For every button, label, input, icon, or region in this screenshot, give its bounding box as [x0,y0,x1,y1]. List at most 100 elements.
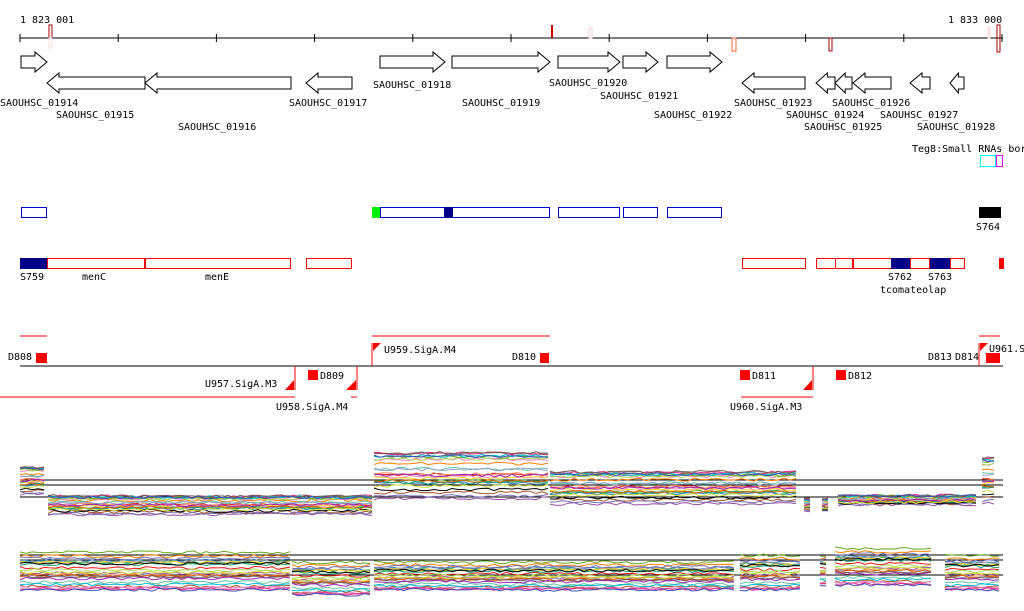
ruler-end-label: 1 833 000 [948,15,1002,26]
feature-box[interactable] [835,258,853,269]
expression-line [19,552,1000,570]
gene-arrow[interactable] [949,71,965,95]
expression-track-forward [19,450,1003,517]
ruler-start-label: 1 823 001 [20,15,74,26]
feature-label: S762 [888,272,912,283]
ruler-marker[interactable] [731,37,737,52]
feature-box[interactable] [558,207,620,218]
ruler-marker[interactable] [48,37,53,49]
feature-box-menc[interactable] [47,258,145,269]
terminator-d810[interactable] [540,353,549,363]
feature-box[interactable] [372,207,380,218]
gene-label: SAOUHSC_01918 [373,80,451,91]
expression-line [19,577,1000,592]
gene-arrow[interactable] [622,50,659,74]
ruler-marker[interactable] [828,37,833,52]
gene-label: SAOUHSC_01921 [600,91,678,102]
terminator-label: D813 [928,352,952,363]
terminator-d812[interactable] [836,370,846,380]
gene-label: SAOUHSC_01924 [786,110,864,121]
gene-label: SAOUHSC_01923 [734,98,812,109]
ruler-marker[interactable] [48,24,53,39]
gene-label: SAOUHSC_01917 [289,98,367,109]
expression-line [19,546,1000,565]
promoter-flag-u959[interactable] [373,343,381,351]
promoter-flag-u958[interactable] [346,380,356,390]
feature-label: tcomateolap [880,285,946,296]
expression-line [19,575,1000,591]
feature-box[interactable] [21,207,47,218]
terminator-d808[interactable] [36,353,47,363]
gene-label: SAOUHSC_01926 [832,98,910,109]
feature-box[interactable] [910,258,930,269]
feature-label: menE [205,272,229,283]
feature-box-s763[interactable] [930,258,950,269]
expression-line [19,561,1000,578]
gene-arrow[interactable] [46,71,146,95]
red-feature-track: S759 menC menE S762 S763 tcomateolap [20,258,1004,296]
gene-label: SAOUHSC_01914 [0,98,78,109]
feature-box[interactable] [742,258,806,269]
gene-arrow[interactable] [20,50,48,74]
gene-arrow[interactable] [305,71,353,95]
feature-box-s759[interactable] [20,258,47,269]
blue-feature-track: S764 [21,207,1001,233]
gene-arrow[interactable] [451,50,551,74]
feature-box-s764[interactable] [979,207,1001,218]
ruler-marker[interactable] [996,24,1001,53]
feature-box[interactable] [667,207,722,218]
feature-box[interactable] [623,207,658,218]
gene-label: SAOUHSC_01916 [178,122,256,133]
gene-label: SAOUHSC_01915 [56,110,134,121]
gene-label: SAOUHSC_01928 [917,122,995,133]
promoter-label: U961.S [989,344,1024,355]
gene-arrow[interactable] [666,50,723,74]
gene-arrow[interactable] [834,71,853,95]
feature-box[interactable] [950,258,965,269]
feature-box[interactable] [444,207,453,218]
promoter-label: U957.SigA.M3 [205,379,277,390]
small-rna-feature[interactable] [980,155,996,167]
ruler-marker[interactable] [987,27,991,39]
feature-box-mene[interactable] [145,258,291,269]
ruler-marker[interactable] [551,25,553,38]
promoter-label: U958.SigA.M4 [276,402,348,413]
expression-line [19,582,1000,597]
terminator-d809[interactable] [308,370,318,380]
ruler-marker[interactable] [588,27,593,39]
gene-arrow[interactable] [379,50,446,74]
feature-box[interactable] [306,258,352,269]
ruler: 1 823 001 1 833 000 [19,15,1003,53]
feature-box[interactable] [853,258,892,269]
gene-arrow[interactable] [741,71,806,95]
feature-box[interactable] [380,207,550,218]
feature-label: S759 [20,272,44,283]
gene-arrow[interactable] [144,71,292,95]
promoter-flag-u957[interactable] [285,380,294,390]
small-rna-track-label: Teg8:Small RNAs bor [912,144,1024,155]
promoter-label: U960.SigA.M3 [730,402,802,413]
expression-track-reverse [19,546,1003,597]
gene-arrow[interactable] [909,71,931,95]
gene-arrow[interactable] [557,50,621,74]
terminator-label: D808 [8,352,32,363]
gene-label: SAOUHSC_01920 [549,78,627,89]
feature-box[interactable] [816,258,836,269]
feature-box[interactable] [999,258,1004,269]
gene-arrow[interactable] [815,71,836,95]
gene-arrow[interactable] [852,71,892,95]
gene-label: SAOUHSC_01922 [654,110,732,121]
gene-label: SAOUHSC_01919 [462,98,540,109]
feature-box-s762[interactable] [891,258,910,269]
expression-line [19,467,995,506]
transcription-track: D808 D810 D809 D811 D812 D813 D814 U959.… [0,335,1024,413]
promoter-flag-u961[interactable] [980,343,988,351]
terminator-d814[interactable] [986,353,1000,363]
terminator-label: D810 [512,352,536,363]
small-rna-feature[interactable] [996,155,1003,167]
expression-line [19,557,1000,574]
promoter-flag-u960[interactable] [803,380,812,390]
terminator-d811[interactable] [740,370,750,380]
